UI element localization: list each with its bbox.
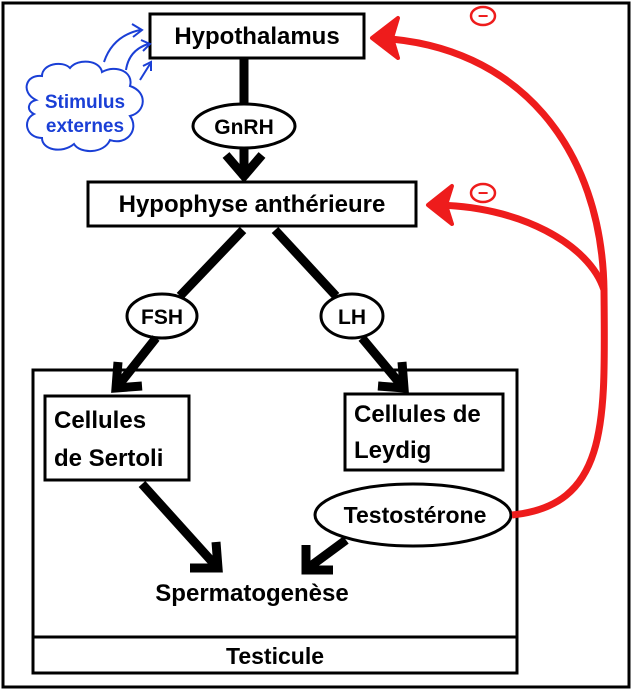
feedback-to-hypophyse-head <box>426 184 454 226</box>
testicule-label: Testicule <box>226 643 324 669</box>
gnrh-label: GnRH <box>214 116 274 139</box>
testosterone-label: Testostérone <box>344 502 487 528</box>
stimulus-arrow-1 <box>103 29 141 63</box>
fsh-node: FSH <box>125 292 199 340</box>
minus-sign-2: − <box>469 182 497 204</box>
minus-sign-2-text: − <box>478 183 489 203</box>
arrow-hypophyse-lh <box>271 226 340 300</box>
arrow-sertoli-spermatogenese <box>138 480 220 570</box>
stimulus-line2: externes <box>46 116 124 137</box>
stimulus-arrow-2-head <box>140 39 152 52</box>
leydig-node: Cellules de Leydig <box>343 392 505 472</box>
feedback-to-hypothalamus-head <box>370 16 400 60</box>
fsh-label: FSH <box>141 306 183 329</box>
arrow-sertoli-spermatogenese-head <box>190 541 223 573</box>
arrow-testosterone-spermatogenese <box>305 536 349 572</box>
hypophyse-label: Hypophyse anthérieure <box>119 191 386 218</box>
arrow-testosterone-spermatogenese-head <box>301 545 333 575</box>
arrow-gnrh-hypophyse-head <box>222 152 266 183</box>
arrow-fsh-sertoli <box>114 335 160 389</box>
gnrh-node: GnRH <box>191 102 297 150</box>
feedback-loops: − − <box>370 5 608 519</box>
stimulus-arrow-3 <box>139 63 151 81</box>
leydig-label-line2: Leydig <box>354 437 431 464</box>
stimulus-cloud: Stimulus externes <box>25 23 152 152</box>
spermatogenese-label: Spermatogenèse <box>155 580 348 607</box>
minus-sign-1: − <box>469 5 497 27</box>
feedback-to-hypophyse <box>431 201 608 292</box>
hypothalamus-node: Hypothalamus <box>148 12 366 60</box>
leydig-label-line1: Cellules de <box>354 401 481 428</box>
stimulus-arrow-2 <box>125 43 149 71</box>
stimulus-arrow-1-head <box>131 23 144 38</box>
hypophyse-node: Hypophyse anthérieure <box>86 180 418 228</box>
testosterone-node: Testostérone <box>313 482 513 548</box>
lh-label: LH <box>338 306 366 329</box>
arrow-hypophyse-fsh <box>176 226 247 300</box>
lh-node: LH <box>319 292 385 340</box>
arrow-fsh-sertoli-head <box>111 361 143 393</box>
sertoli-label-line1: Cellules <box>54 407 146 434</box>
minus-sign-1-text: − <box>478 6 489 26</box>
hypothalamus-label: Hypothalamus <box>174 23 339 50</box>
arrow-lh-leydig-head <box>377 361 409 393</box>
sertoli-node: Cellules de Sertoli <box>43 394 191 482</box>
arrow-lh-leydig <box>358 335 406 389</box>
stimulus-line1: Stimulus <box>45 92 125 113</box>
sertoli-label-line2: de Sertoli <box>54 445 163 472</box>
stimulus-arrow-3-head <box>142 60 152 71</box>
